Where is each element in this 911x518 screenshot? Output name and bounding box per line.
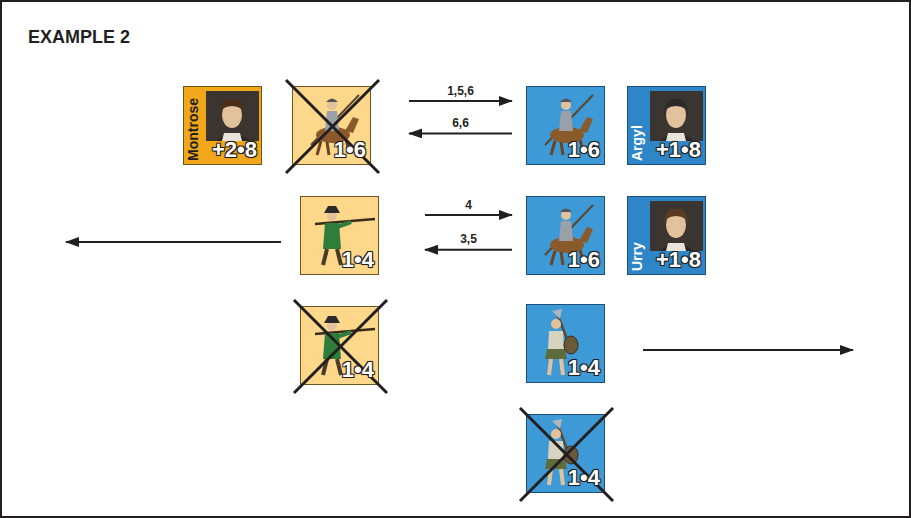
counter-value: +1•8 <box>656 248 701 272</box>
leader-name: Montrose <box>186 98 201 161</box>
cross-stroke <box>520 408 613 501</box>
unit-counter: 1•4 <box>300 196 379 275</box>
counter-value: 1•4 <box>568 356 600 380</box>
cross-stroke <box>286 80 379 173</box>
cross-stroke <box>286 80 379 173</box>
leader-portrait <box>650 201 703 251</box>
leader-portrait <box>206 91 259 141</box>
leader-name: Urry <box>630 242 645 271</box>
counter-value: +2•8 <box>212 138 257 162</box>
counter-value: 1•4 <box>342 358 374 382</box>
leader-name: Argyl <box>630 125 645 161</box>
dice-roll-label: 6,6 <box>450 116 471 130</box>
counter-value: +1•8 <box>656 138 701 162</box>
retreat-arrow <box>643 349 853 351</box>
unit-counter: 1•4 <box>526 414 605 493</box>
unit-counter: 1•6 <box>526 196 605 275</box>
counter-value: 1•4 <box>342 248 374 272</box>
leader-counter: Argyl +1•8 <box>627 86 706 165</box>
example-title: EXAMPLE 2 <box>28 27 130 48</box>
leader-portrait <box>650 91 703 141</box>
retreat-arrow <box>66 241 281 243</box>
counter-value: 1•6 <box>568 248 600 272</box>
cross-stroke <box>294 300 387 393</box>
cross-stroke <box>520 408 613 501</box>
dice-roll-label: 4 <box>463 198 474 212</box>
counter-value: 1•6 <box>334 138 366 162</box>
dice-roll-label: 3,5 <box>458 232 479 246</box>
leader-counter: Urry +1•8 <box>627 196 706 275</box>
cross-stroke <box>294 300 387 393</box>
counter-value: 1•4 <box>568 466 600 490</box>
connector-layer <box>409 101 512 250</box>
unit-counter: 1•6 <box>292 86 371 165</box>
unit-counter: 1•4 <box>300 306 379 385</box>
attack-arrow <box>425 214 512 216</box>
attack-arrow <box>425 249 512 251</box>
dice-roll-label: 1,5,6 <box>445 84 476 98</box>
attack-arrow <box>409 132 512 134</box>
unit-counter: 1•4 <box>526 304 605 383</box>
attack-arrow <box>409 100 512 102</box>
unit-counter: 1•6 <box>526 86 605 165</box>
leader-counter: Montrose +2•8 <box>183 86 262 165</box>
counter-value: 1•6 <box>568 138 600 162</box>
